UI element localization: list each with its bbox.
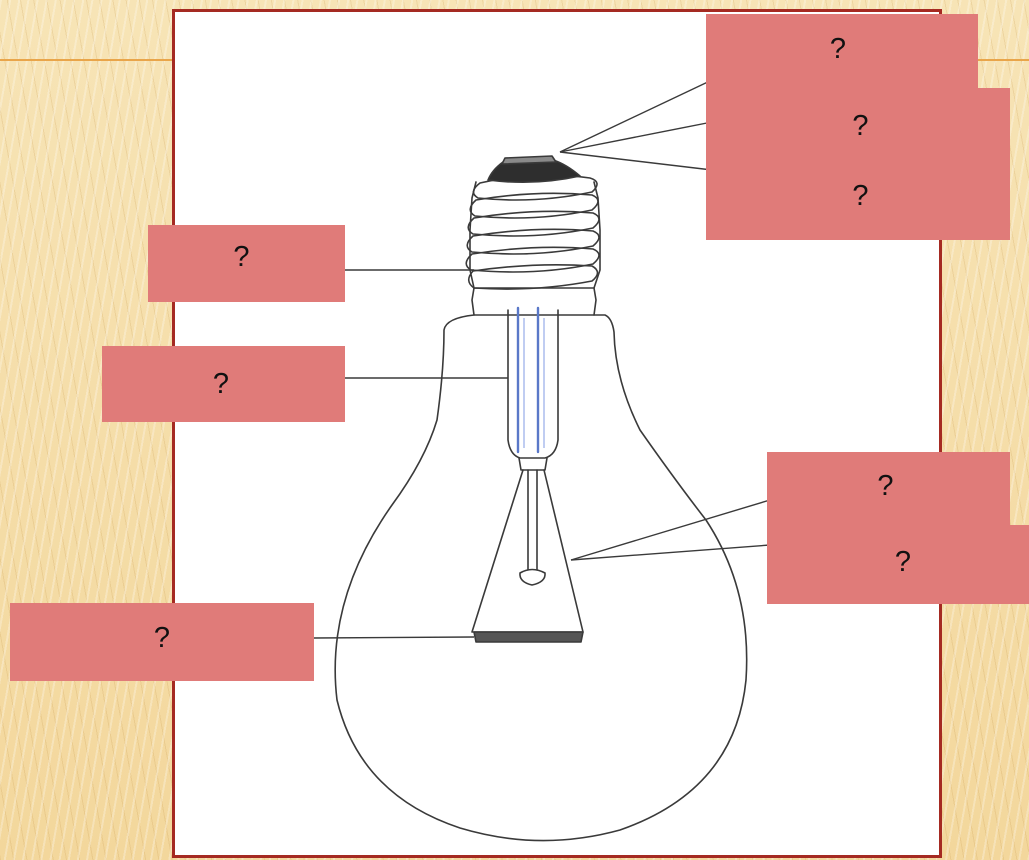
label-support-wire-lower-text: ? [894,545,912,578]
leader-contact-middle [559,121,713,153]
leader-filament [313,636,475,639]
label-contact-bottom[interactable]: ? [706,160,1010,240]
label-contact-bottom-text: ? [852,179,869,212]
label-contact-middle-text: ? [852,109,869,142]
label-filament[interactable]: ? [10,603,314,681]
label-filament-text: ? [153,621,171,654]
label-screw-base[interactable]: ? [148,225,345,302]
base-collar [471,287,597,316]
label-support-wire-upper-text: ? [877,469,894,502]
top-contact [487,159,581,184]
bulb-glass-outline [334,314,748,842]
glass-stem-tube [507,309,559,459]
label-support-wire-lower[interactable]: ? [767,525,1029,604]
label-screw-base-text: ? [233,241,250,273]
screw-threads [465,174,601,290]
label-contact-top[interactable]: ? [706,14,978,90]
label-contact-middle[interactable]: ? [706,88,1010,164]
leader-contact-bottom [559,151,713,171]
label-contact-top-text: ? [829,33,847,65]
label-support-wire-upper[interactable]: ? [767,452,1010,528]
leader-support-upper [570,499,771,561]
leader-contact-top [559,79,713,153]
leader-support-lower [570,544,771,561]
label-glass-stem[interactable]: ? [102,346,345,422]
filament-coil [473,631,584,643]
label-glass-stem-text: ? [212,367,230,400]
